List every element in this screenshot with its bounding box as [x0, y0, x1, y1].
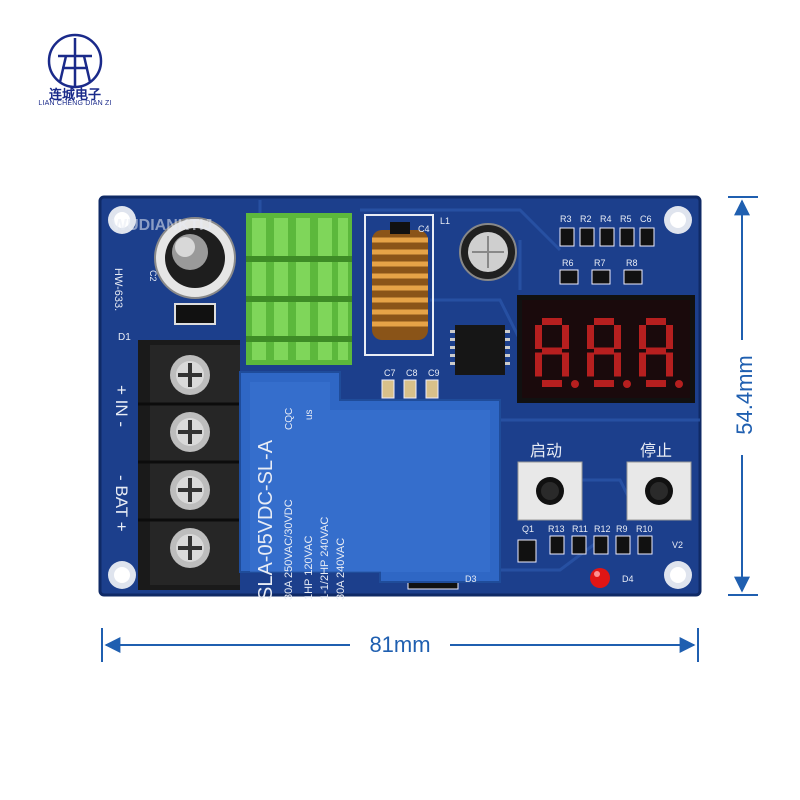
label-r6: R6 [562, 258, 574, 268]
label-r11: R11 [572, 524, 588, 534]
label-q1: Q1 [522, 524, 534, 534]
button-start-body [517, 461, 583, 521]
label-l1: L1 [440, 216, 450, 226]
label-in: + IN - [112, 385, 131, 427]
label-stop: 停止 [640, 442, 672, 460]
brand-name-cn: 连城电子 [48, 88, 101, 103]
label-d1: D1 [118, 332, 131, 343]
small-caps-c7-c9 [381, 379, 439, 399]
label-r3: R3 [560, 214, 572, 224]
label-r5: R5 [620, 214, 632, 224]
relay-us: us [304, 409, 315, 420]
watermark-text: WUDIANKTIJ [112, 217, 212, 234]
label-r7: R7 [594, 258, 606, 268]
terminal-screws [170, 355, 210, 568]
label-r4: R4 [600, 214, 612, 224]
terminal-block [138, 340, 240, 590]
heatsink [246, 213, 352, 365]
brand-name-en: LIAN CHENG DIAN ZI [38, 100, 112, 107]
relay-line3: 1-1/2HP 240VAC [319, 517, 331, 600]
relay-line1: 30A 250VAC/30VDC [283, 499, 295, 600]
relay-line4: 30A 240VAC [335, 538, 347, 600]
ic-chip [450, 325, 510, 375]
capacitor-c3 [459, 223, 517, 281]
label-c6: C6 [640, 214, 652, 224]
label-r13: R13 [548, 524, 565, 534]
model-label: HW-633. [112, 268, 124, 311]
capacitor-c1 [154, 217, 236, 299]
label-c4: C4 [418, 224, 430, 234]
inductor-l1 [364, 214, 434, 356]
diode-d1 [174, 303, 216, 325]
label-r9: R9 [616, 524, 628, 534]
label-start: 启动 [530, 442, 562, 460]
relay-model: SLA-05VDC-SL-A [255, 439, 277, 600]
button-stop-body [626, 461, 692, 521]
label-r10: R10 [636, 524, 653, 534]
relay [239, 371, 501, 583]
label-c9: C9 [428, 368, 440, 378]
label-r8: R8 [626, 258, 638, 268]
width-label: 81mm [369, 632, 431, 657]
label-r2: R2 [580, 214, 592, 224]
label-r12: R12 [594, 524, 611, 534]
relay-line2: 1HP 120VAC [303, 536, 315, 600]
smd-resistors-top [559, 227, 655, 285]
transistor-q1 [517, 539, 537, 563]
label-d3: D3 [465, 574, 477, 584]
label-c8: C8 [406, 368, 418, 378]
relay-text: SLA-05VDC-SL-A 30A 250VAC/30VDC 1HP 120V… [255, 408, 347, 600]
relay-cqc: CQC [284, 408, 295, 430]
brand-logo-icon [47, 33, 103, 89]
label-d4: D4 [622, 574, 634, 584]
label-c7: C7 [384, 368, 396, 378]
label-c2: C2 [148, 270, 158, 282]
label-bat: - BAT + [112, 475, 131, 532]
mounting-holes [108, 206, 692, 589]
label-v2: V2 [672, 540, 683, 550]
smd-resistors-bottom [549, 535, 653, 555]
